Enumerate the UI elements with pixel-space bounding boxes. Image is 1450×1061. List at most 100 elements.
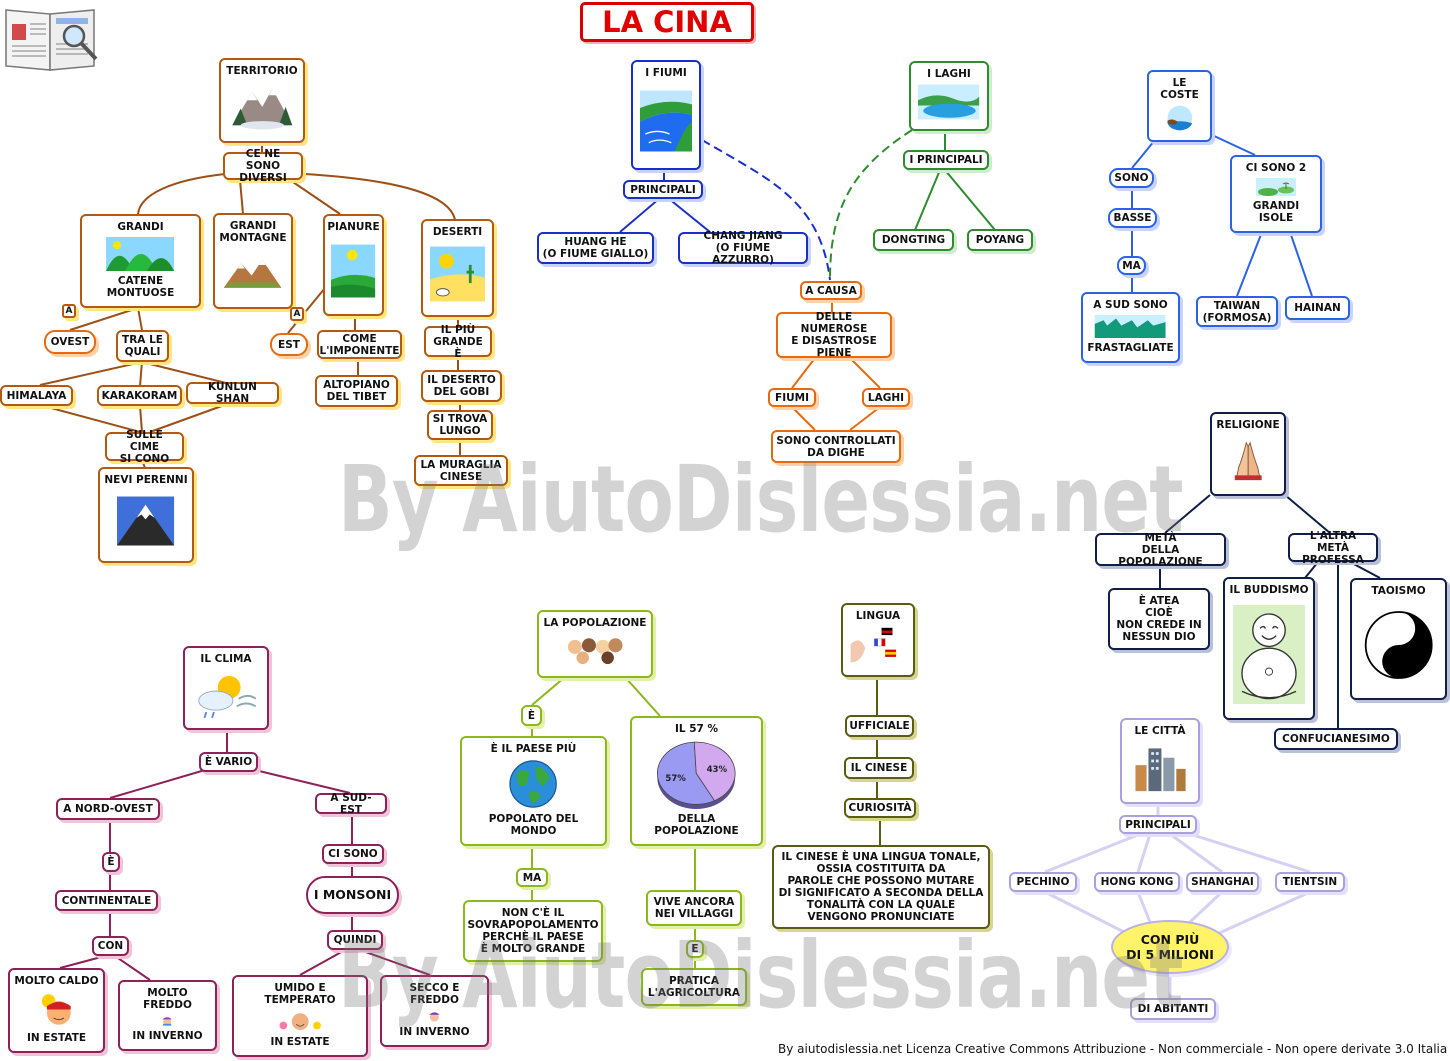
clima-con[interactable]: CON <box>92 936 129 956</box>
territorio-altopiano[interactable]: ALTOPIANO DEL TIBET <box>315 375 398 407</box>
city-icon <box>1135 748 1186 792</box>
territorio-est[interactable]: EST <box>270 333 308 356</box>
territorio-il-piu-grande[interactable]: IL PIÙ GRANDE È <box>424 324 492 360</box>
citta-principali[interactable]: PRINCIPALI <box>1119 815 1197 834</box>
territorio-deserti[interactable]: DESERTI <box>421 219 494 317</box>
a-causa[interactable]: A CAUSA <box>800 281 862 300</box>
coste-sono[interactable]: SONO <box>1109 168 1154 188</box>
lingua-ufficiale[interactable]: UFFICIALE <box>845 715 914 737</box>
laghi-node[interactable]: I LAGHI <box>909 61 989 131</box>
laghi-dongting[interactable]: DONGTING <box>873 229 954 251</box>
popolazione-non-ce[interactable]: NON C'È IL SOVRAPOPOLAMENTO PERCHÈ IL PA… <box>463 900 603 962</box>
laghi-poyang[interactable]: POYANG <box>967 229 1033 251</box>
territorio-nevi-perenni[interactable]: NEVI PERENNI <box>98 467 194 563</box>
jagged-coast-icon <box>1095 315 1166 338</box>
territorio-gobi[interactable]: IL DESERTO DEL GOBI <box>421 370 502 402</box>
religione-meta[interactable]: METÀ DELLA POPOLAZIONE <box>1095 532 1226 568</box>
popolazione-e[interactable]: È <box>521 705 542 726</box>
clima-umido[interactable]: UMIDO E TEMPERATO IN ESTATE <box>232 975 368 1057</box>
territorio-karakoram[interactable]: KARAKORAM <box>97 385 182 406</box>
clima-molto-caldo[interactable]: MOLTO CALDO IN ESTATE <box>8 968 105 1053</box>
clima-vario[interactable]: È VARIO <box>199 752 258 772</box>
desert-icon <box>430 246 485 302</box>
laghi-principali[interactable]: I PRINCIPALI <box>903 150 989 170</box>
citta-milioni[interactable]: CON PIÙ DI 5 MILIONI <box>1111 920 1229 974</box>
citta-pechino[interactable]: PECHINO <box>1009 872 1077 892</box>
territorio-node[interactable]: TERRITORIO <box>219 58 305 143</box>
fiumi-huang-he[interactable]: HUANG HE (O FIUME GIALLO) <box>537 232 654 264</box>
territorio-come[interactable]: COME L'IMPONENTE <box>317 330 402 359</box>
piene-fiumi[interactable]: FIUMI <box>768 388 816 407</box>
piene-node[interactable]: DELLE NUMEROSE E DISASTROSE PIENE <box>776 311 892 359</box>
popolazione-paese[interactable]: È IL PAESE PIÙ POPOLATO DEL MONDO <box>460 736 607 846</box>
coste-taiwan[interactable]: TAIWAN (FORMOSA) <box>1196 296 1278 327</box>
fiumi-node[interactable]: I FIUMI <box>631 60 701 170</box>
coste-ma[interactable]: MA <box>1117 256 1146 275</box>
piene-laghi[interactable]: LAGHI <box>862 388 910 407</box>
winter-face-icon <box>429 1012 440 1022</box>
religione-taoismo[interactable]: TAOISMO <box>1350 578 1447 700</box>
lingua-node[interactable]: LINGUA <box>841 603 915 677</box>
clima-monsoni[interactable]: I MONSONI <box>306 876 399 914</box>
territorio-grandi-montagne[interactable]: GRANDI MONTAGNE <box>213 213 293 309</box>
coste-a-sud[interactable]: A SUD SONO FRASTAGLIATE <box>1081 292 1180 363</box>
religione-confucianesimo[interactable]: CONFUCIANESIMO <box>1274 728 1398 750</box>
territorio-ovest[interactable]: OVEST <box>44 330 96 354</box>
religione-altra-meta[interactable]: L'ALTRA METÀ PROFESSA <box>1288 530 1378 566</box>
clima-node[interactable]: IL CLIMA <box>183 646 269 730</box>
popolazione-pratica[interactable]: PRATICA L'AGRICOLTURA <box>641 968 747 1006</box>
territorio-grandi[interactable]: GRANDI CATENE MONTUOSE <box>80 214 201 308</box>
religione-buddismo[interactable]: IL BUDDISMO <box>1223 577 1315 720</box>
mountain-snow-icon <box>232 88 292 130</box>
pie-label-1: 43% <box>707 765 728 775</box>
lingua-cinese[interactable]: IL CINESE <box>844 757 914 779</box>
territorio-pianure[interactable]: PIANURE <box>323 214 384 316</box>
piene-dighe[interactable]: SONO CONTROLLATI DA DIGHE <box>771 430 901 463</box>
clima-continentale[interactable]: CONTINENTALE <box>55 890 158 911</box>
pie-label-0: 57% <box>666 774 687 784</box>
territorio-si-trova[interactable]: SI TROVA LUNGO <box>427 410 493 440</box>
popolazione-vive[interactable]: VIVE ANCORA NEI VILLAGGI <box>646 890 742 926</box>
territorio-kunlun[interactable]: KUNLUN SHAN <box>186 381 279 405</box>
clima-secco[interactable]: SECCO E FREDDO IN INVERNO <box>380 975 489 1047</box>
religione-node[interactable]: RELIGIONE <box>1210 412 1286 496</box>
snow-peak-icon <box>117 496 175 546</box>
territorio-tra-le-quali[interactable]: TRA LE QUALI <box>116 330 169 362</box>
coste-hainan[interactable]: HAINAN <box>1285 296 1350 320</box>
citta-hong-kong[interactable]: HONG KONG <box>1094 872 1180 892</box>
coste-basse[interactable]: BASSE <box>1108 208 1157 228</box>
fiumi-principali[interactable]: PRINCIPALI <box>623 180 703 199</box>
popolazione-node[interactable]: LA POPOLAZIONE <box>537 610 653 678</box>
clima-molto-freddo[interactable]: MOLTO FREDDO IN INVERNO <box>118 980 217 1051</box>
praying-hands-icon <box>1234 441 1262 481</box>
clima-sud-est[interactable]: A SUD-EST <box>315 792 387 816</box>
islands-icon <box>1256 178 1296 196</box>
citta-node[interactable]: LE CITTÀ <box>1120 718 1200 804</box>
territorio-ce-ne-sono[interactable]: CE NE SONO DIVERSI <box>223 148 303 184</box>
territorio-a-ovest[interactable]: A <box>62 304 76 318</box>
green-hills-icon <box>106 237 175 271</box>
popolazione-ma[interactable]: MA <box>516 868 548 887</box>
territorio-sulle-cime[interactable]: SULLE CIME SI CONO <box>105 429 184 465</box>
rocky-mountains-icon <box>224 259 282 288</box>
lingua-testo[interactable]: IL CINESE È UNA LINGUA TONALE, OSSIA COS… <box>772 845 990 929</box>
lingua-curiosita[interactable]: CURIOSITÀ <box>844 798 916 818</box>
territorio-muraglia[interactable]: LA MURAGLIA CINESE <box>414 455 508 486</box>
citta-tientsin[interactable]: TIENTSIN <box>1275 872 1345 892</box>
globe-icon <box>509 760 558 808</box>
popolazione-57[interactable]: IL 57 % 57%43% DELLA POPOLAZIONE <box>630 716 763 846</box>
clima-quindi[interactable]: QUINDI <box>327 930 383 950</box>
coste-node[interactable]: LE COSTE <box>1147 70 1212 142</box>
coste-ci-sono-2[interactable]: CI SONO 2 GRANDI ISOLE <box>1230 155 1322 233</box>
clima-ci-sono[interactable]: CI SONO <box>322 844 384 864</box>
territorio-himalaya[interactable]: HIMALAYA <box>0 385 73 406</box>
clima-nord-ovest[interactable]: A NORD-OVEST <box>56 798 160 820</box>
clima-e[interactable]: È <box>102 852 120 872</box>
fiumi-chang-jiang[interactable]: CHANG JIANG (O FIUME AZZURRO) <box>678 230 808 266</box>
religione-atea[interactable]: È ATEA CIOÈ NON CREDE IN NESSUN DIO <box>1108 588 1210 650</box>
citta-abitanti[interactable]: DI ABITANTI <box>1130 998 1216 1020</box>
citta-shanghai[interactable]: SHANGHAI <box>1186 872 1259 892</box>
territorio-a-est[interactable]: A <box>290 307 304 321</box>
popolazione-e2[interactable]: E <box>686 940 704 958</box>
